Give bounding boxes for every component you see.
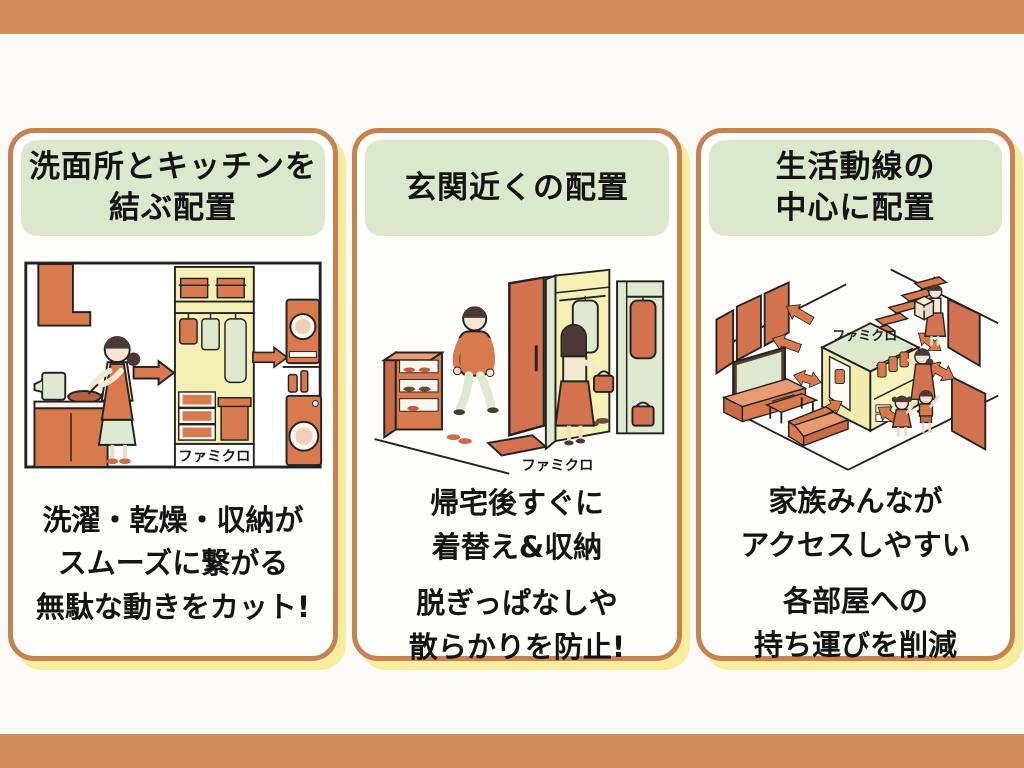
benefit-line: スムーズに繋がる [57,546,289,581]
title-line: 洗面所とキッチンを [29,149,317,186]
benefit-text-group: 洗濯・乾燥・収納が スムーズに繋がる 無駄な動きをカット! [21,499,325,630]
benefit-line: 散らかりを防止! [408,629,626,664]
coffee-table [764,393,819,424]
benefit-line: 着替え&収納 [431,529,603,564]
card-washroom-kitchen: 洗面所とキッチンを 結ぶ配置 [8,128,338,661]
famiclo-label: ファミクロ [521,457,593,474]
title-line: 結ぶ配置 [109,190,237,226]
handbag [593,374,615,393]
laundry-machines [282,298,323,467]
shoe-rack [381,350,472,444]
benefit-line: 脱ぎっぱなしや [416,586,618,620]
illustration-central-closet-floorplan: ファミクロ [709,250,1002,480]
illustration-kitchen-closet-laundry: ファミクロ [21,250,325,482]
kitchen-closet-laundry-svg: ファミクロ [24,261,323,469]
famiclo-label: ファミクロ [178,448,250,465]
woman-carrying-box [913,284,947,346]
illustration-entryway-closet: ファミクロ [365,250,669,482]
door-mat [486,434,548,457]
card-title: 生活動線の 中心に配置 [709,140,1002,236]
sofa [787,405,850,447]
entryway-closet-svg: ファミクロ [374,268,665,475]
card-life-flow-center: 生活動線の 中心に配置 [696,128,1015,662]
room-doors [715,281,987,451]
cooking-woman [87,336,141,465]
benefit-line: 無駄な動きをカット! [35,589,311,624]
benefit-line: 家族みんなが [768,484,943,518]
benefit-text-group: 脱ぎっぱなしや 散らかりを防止! [365,582,669,669]
slippers [446,434,461,441]
kitchen-scene [33,263,117,468]
central-closet-floorplan-svg: ファミクロ [715,268,999,471]
title-line: 中心に配置 [775,190,936,226]
bottom-border-band [0,734,1024,768]
card-near-entrance: 玄関近くの配置 [352,128,682,664]
benefit-line: アクセスしやすい [740,527,971,562]
card-body-text: 家族みんなが アクセスしやすい 各部屋への 持ち運びを削減 [709,480,1002,667]
floor-line [374,438,510,475]
card-title: 洗面所とキッチンを 結ぶ配置 [21,140,325,236]
family-closet: ファミクロ [173,265,255,468]
side-wardrobe [616,280,665,435]
benefit-line: 各部屋への [782,584,928,618]
benefit-line: 持ち運びを削減 [753,627,957,662]
card-title: 玄関近くの配置 [365,140,669,236]
top-border-band [0,0,1024,34]
benefit-text-group: 帰宅後すぐに 着替え&収納 [365,482,669,569]
walking-man [452,306,499,416]
woman-at-closet [554,323,615,446]
card-body-text: 帰宅後すぐに 着替え&収納 脱ぎっぱなしや 散らかりを防止! [365,482,669,669]
benefit-line: 帰宅後すぐに [429,486,604,520]
benefit-line: 洗濯・乾燥・収納が [42,502,304,537]
children [891,390,940,437]
benefit-text-group: 各部屋への 持ち運びを削減 [709,580,1002,667]
card-body-text: 洗濯・乾燥・収納が スムーズに繋がる 無駄な動きをカット! [21,482,325,646]
famiclo-label: ファミクロ [832,329,897,344]
title-line: 生活動線の [775,149,936,186]
benefit-text-group: 家族みんなが アクセスしやすい [709,480,1002,567]
title-line: 玄関近くの配置 [405,169,629,206]
card-row: 洗面所とキッチンを 結ぶ配置 [8,128,1016,664]
